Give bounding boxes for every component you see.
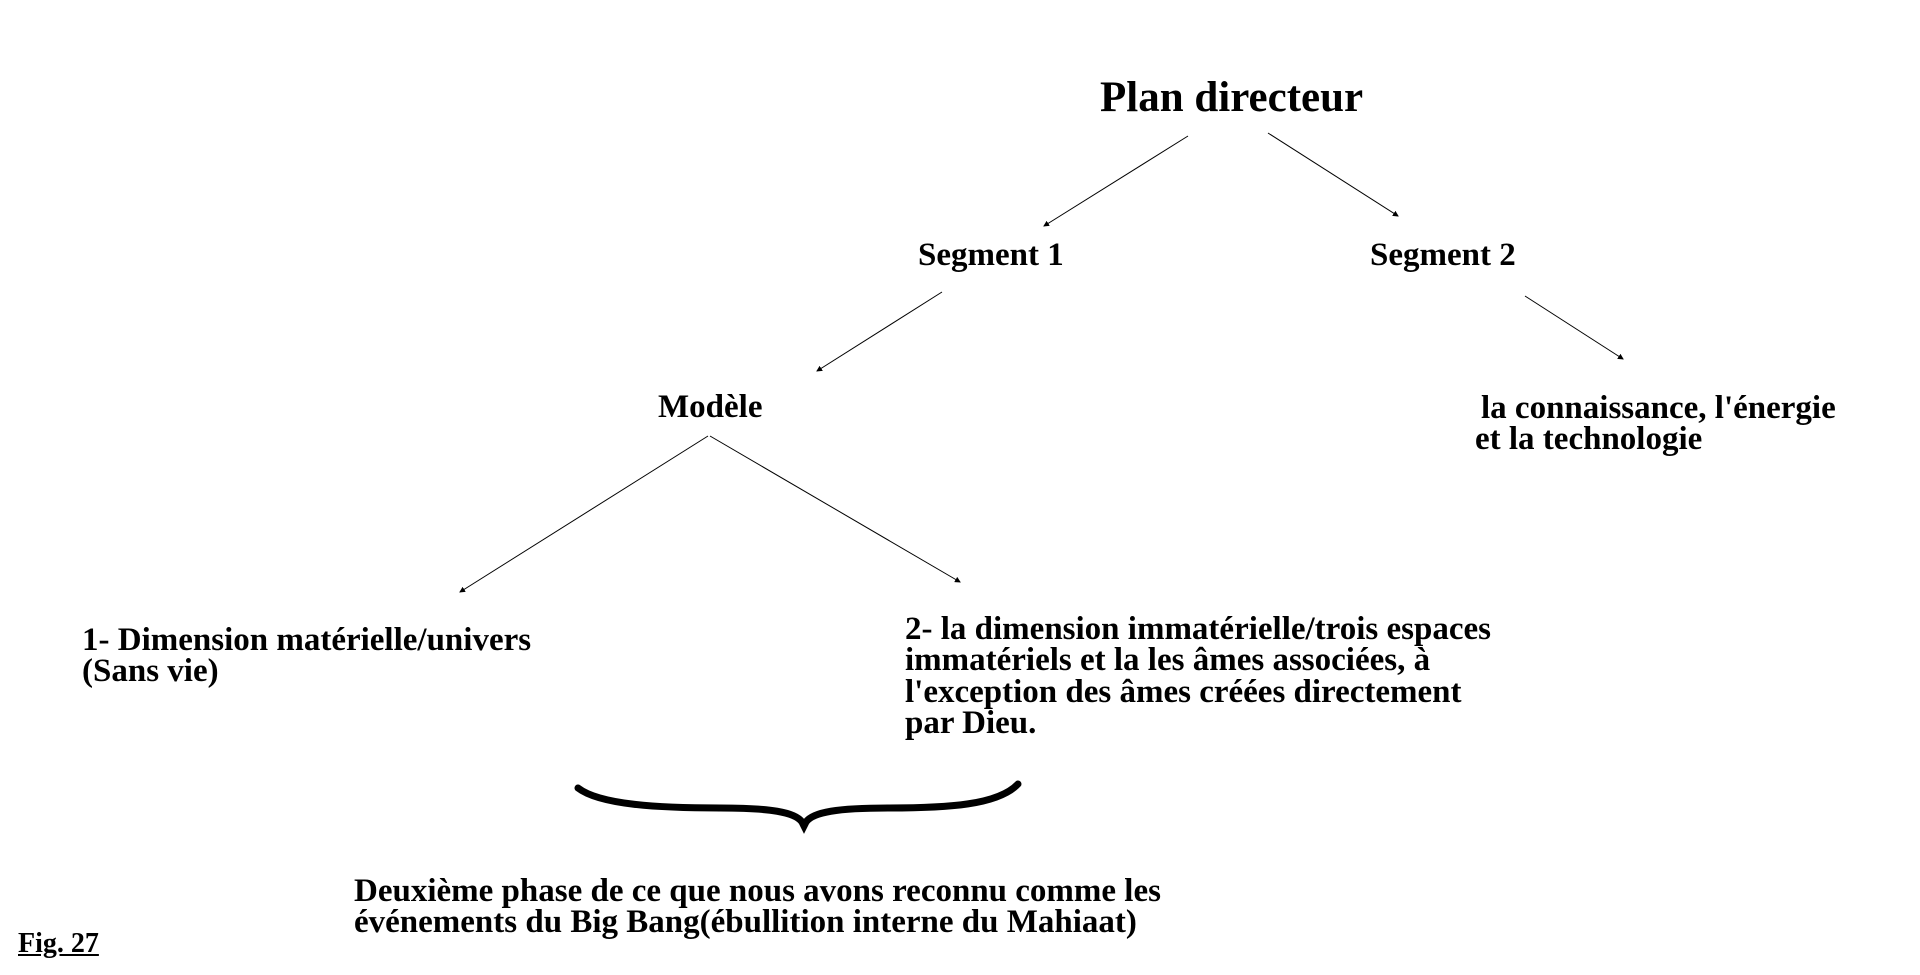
node-plan-directeur: Plan directeur (1100, 76, 1363, 119)
node-dimension-materielle: 1- Dimension matérielle/univers (Sans vi… (82, 622, 532, 690)
phase-note-line-1: Deuxième phase de ce que nous avons reco… (354, 873, 1161, 909)
arrow-model-to-material (459, 435, 709, 593)
segment2-detail-line-1: la connaissance, l'énergie (1481, 390, 1836, 426)
node-segment-1-label: Segment 1 (918, 237, 1064, 273)
dimension-immaterielle-line-1: 2- la dimension immatérielle/trois espac… (905, 611, 1491, 647)
node-dimension-immaterielle: 2- la dimension immatérielle/trois espac… (905, 611, 1491, 742)
node-modele-label: Modèle (658, 389, 763, 425)
node-segment-2: Segment 2 (1370, 239, 1516, 272)
dimension-materielle-line-2: (Sans vie) (82, 653, 219, 690)
node-phase-note: Deuxième phase de ce que nous avons reco… (354, 873, 1161, 941)
node-segment-1: Segment 1 (918, 239, 1064, 272)
dimension-immaterielle-line-2: immatériels et la les âmes associées, à (905, 642, 1431, 679)
arrow-root-to-segment1 (1043, 135, 1189, 227)
node-segment-2-label: Segment 2 (1370, 237, 1516, 273)
arrow-segment2-to-detail (1524, 295, 1624, 360)
arrow-root-to-segment2 (1267, 132, 1399, 217)
phase-note-line-2: événements du Big Bang(ébullition intern… (354, 904, 1137, 941)
node-plan-directeur-label: Plan directeur (1100, 74, 1364, 121)
figure-label: Fig. 27 (18, 928, 99, 959)
node-segment2-detail: la connaissance, l'énergie et la technol… (1475, 390, 1836, 458)
dimension-immaterielle-line-4: par Dieu. (905, 705, 1037, 742)
segment2-detail-line-2: et la technologie (1475, 421, 1703, 458)
arrow-model-to-immaterial (709, 435, 961, 583)
arrow-segment1-to-model (816, 291, 943, 372)
dimension-materielle-line-1: 1- Dimension matérielle/univers (82, 622, 532, 658)
node-modele: Modèle (658, 391, 762, 424)
curly-brace (574, 780, 1022, 834)
dimension-immaterielle-line-3: l'exception des âmes créées directement (905, 673, 1462, 710)
